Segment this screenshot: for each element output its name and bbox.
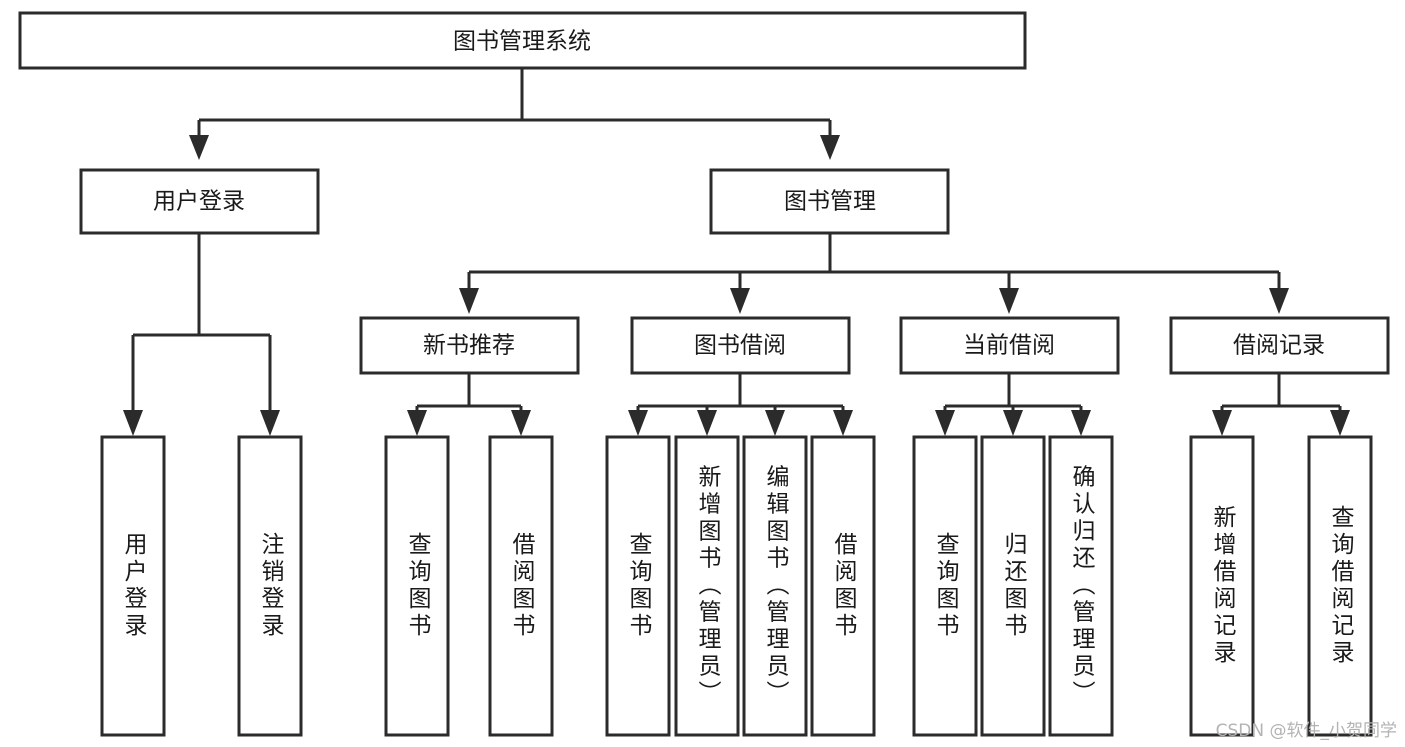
connector-book-borrow-to-leaves <box>628 373 853 436</box>
leaf-query-book-2-box[interactable] <box>605 435 671 737</box>
connector-new-book-recommend-to-leaves <box>407 373 531 436</box>
leaf-query-book-1[interactable]: 查询图书 <box>384 435 450 737</box>
node-borrow-record-label: 借阅记录 <box>1233 333 1325 359</box>
connector-book-manage-to-level3 <box>459 233 1289 314</box>
leaf-borrow-book-1[interactable]: 借阅图书 <box>488 435 554 737</box>
node-current-borrow[interactable]: 当前借阅 <box>899 316 1120 375</box>
leaf-query-book-3-box[interactable] <box>912 435 978 737</box>
leaf-add-book-box[interactable] <box>674 435 740 737</box>
leaf-return-book-box[interactable] <box>980 435 1046 737</box>
arrow-head-icon <box>511 410 531 436</box>
arrow-head-icon <box>1212 410 1232 436</box>
connector-user-login-to-leaves <box>123 233 280 436</box>
leaf-borrow-book-2[interactable]: 借阅图书 <box>810 435 876 737</box>
node-user-login[interactable]: 用户登录 <box>79 168 320 235</box>
leaf-add-book-label: 新增图书（管理员） <box>694 465 722 708</box>
node-current-borrow-box[interactable] <box>899 316 1120 375</box>
leaf-borrow-book-1-box[interactable] <box>488 435 554 737</box>
leaf-query-record[interactable]: 查询借阅记录 <box>1307 435 1373 737</box>
node-root[interactable]: 图书管理系统 <box>18 11 1027 70</box>
arrow-head-icon <box>1003 410 1023 436</box>
leaf-query-book-2[interactable]: 查询图书 <box>605 435 671 737</box>
leaf-add-book[interactable]: 新增图书（管理员） <box>674 435 740 737</box>
arrow-head-icon <box>935 410 955 436</box>
leaf-borrow-book-2-label: 借阅图书 <box>830 532 858 640</box>
arrow-head-icon <box>123 410 143 436</box>
node-new-book-recommend[interactable]: 新书推荐 <box>359 316 580 375</box>
leaf-confirm-return-label: 确认归还（管理员） <box>1068 465 1096 708</box>
arrow-head-icon <box>260 410 280 436</box>
arrow-head-icon <box>407 410 427 436</box>
leaf-query-book-1-label: 查询图书 <box>404 532 432 640</box>
leaf-user-login[interactable]: 用户登录 <box>100 435 166 737</box>
leaf-edit-book-label: 编辑图书（管理员） <box>762 465 790 708</box>
arrow-head-icon <box>999 288 1019 314</box>
node-root-label: 图书管理系统 <box>453 29 591 55</box>
node-root-box[interactable] <box>18 11 1027 70</box>
leaf-user-login-box[interactable] <box>100 435 166 737</box>
node-new-book-recommend-label: 新书推荐 <box>423 333 515 359</box>
node-borrow-record[interactable]: 借阅记录 <box>1169 316 1390 375</box>
arrow-head-icon <box>833 410 853 436</box>
arrow-head-icon <box>1071 410 1091 436</box>
node-book-borrow[interactable]: 图书借阅 <box>630 316 851 375</box>
leaf-add-record[interactable]: 新增借阅记录 <box>1189 435 1255 737</box>
leaf-edit-book[interactable]: 编辑图书（管理员） <box>742 435 808 737</box>
node-book-manage-box[interactable] <box>709 168 950 235</box>
leaf-return-book-label: 归还图书 <box>1000 532 1028 640</box>
watermark-text: CSDN @软件_小贺同学 <box>1215 721 1397 741</box>
node-book-manage-label: 图书管理 <box>784 189 876 215</box>
leaf-query-record-label: 查询借阅记录 <box>1327 505 1355 667</box>
leaf-confirm-return[interactable]: 确认归还（管理员） <box>1048 435 1114 737</box>
arrow-head-icon <box>189 135 209 160</box>
leaf-user-logout-box[interactable] <box>237 435 303 737</box>
leaf-user-login-label: 用户登录 <box>120 532 148 640</box>
node-borrow-record-box[interactable] <box>1169 316 1390 375</box>
leaf-add-record-label: 新增借阅记录 <box>1209 505 1237 667</box>
arrow-head-icon <box>765 410 785 436</box>
leaf-borrow-book-1-label: 借阅图书 <box>508 532 536 640</box>
leaf-borrow-book-2-box[interactable] <box>810 435 876 737</box>
arrow-head-icon <box>1269 288 1289 314</box>
leaf-query-book-1-box[interactable] <box>384 435 450 737</box>
arrow-head-icon <box>730 288 750 314</box>
node-user-login-label: 用户登录 <box>153 189 245 215</box>
connector-root-to-level2 <box>189 68 840 160</box>
leaf-confirm-return-box[interactable] <box>1048 435 1114 737</box>
arrow-head-icon <box>820 135 840 160</box>
node-new-book-recommend-box[interactable] <box>359 316 580 375</box>
arrow-head-icon <box>628 410 648 436</box>
arrow-head-icon <box>459 288 479 314</box>
leaf-return-book[interactable]: 归还图书 <box>980 435 1046 737</box>
connector-borrow-record-to-leaves <box>1212 373 1350 436</box>
leaf-query-book-2-label: 查询图书 <box>625 532 653 640</box>
arrow-head-icon <box>1330 410 1350 436</box>
node-book-borrow-box[interactable] <box>630 316 851 375</box>
node-current-borrow-label: 当前借阅 <box>963 333 1055 359</box>
leaf-query-book-3[interactable]: 查询图书 <box>912 435 978 737</box>
node-book-manage[interactable]: 图书管理 <box>709 168 950 235</box>
leaf-edit-book-box[interactable] <box>742 435 808 737</box>
leaf-user-logout[interactable]: 注销登录 <box>237 435 303 737</box>
node-book-borrow-label: 图书借阅 <box>694 333 786 359</box>
arrow-head-icon <box>697 410 717 436</box>
connector-current-borrow-to-leaves <box>935 373 1091 436</box>
leaf-add-record-box[interactable] <box>1189 435 1255 737</box>
leaf-query-record-box[interactable] <box>1307 435 1373 737</box>
leaf-user-logout-label: 注销登录 <box>257 532 285 640</box>
leaf-query-book-3-label: 查询图书 <box>932 532 960 640</box>
